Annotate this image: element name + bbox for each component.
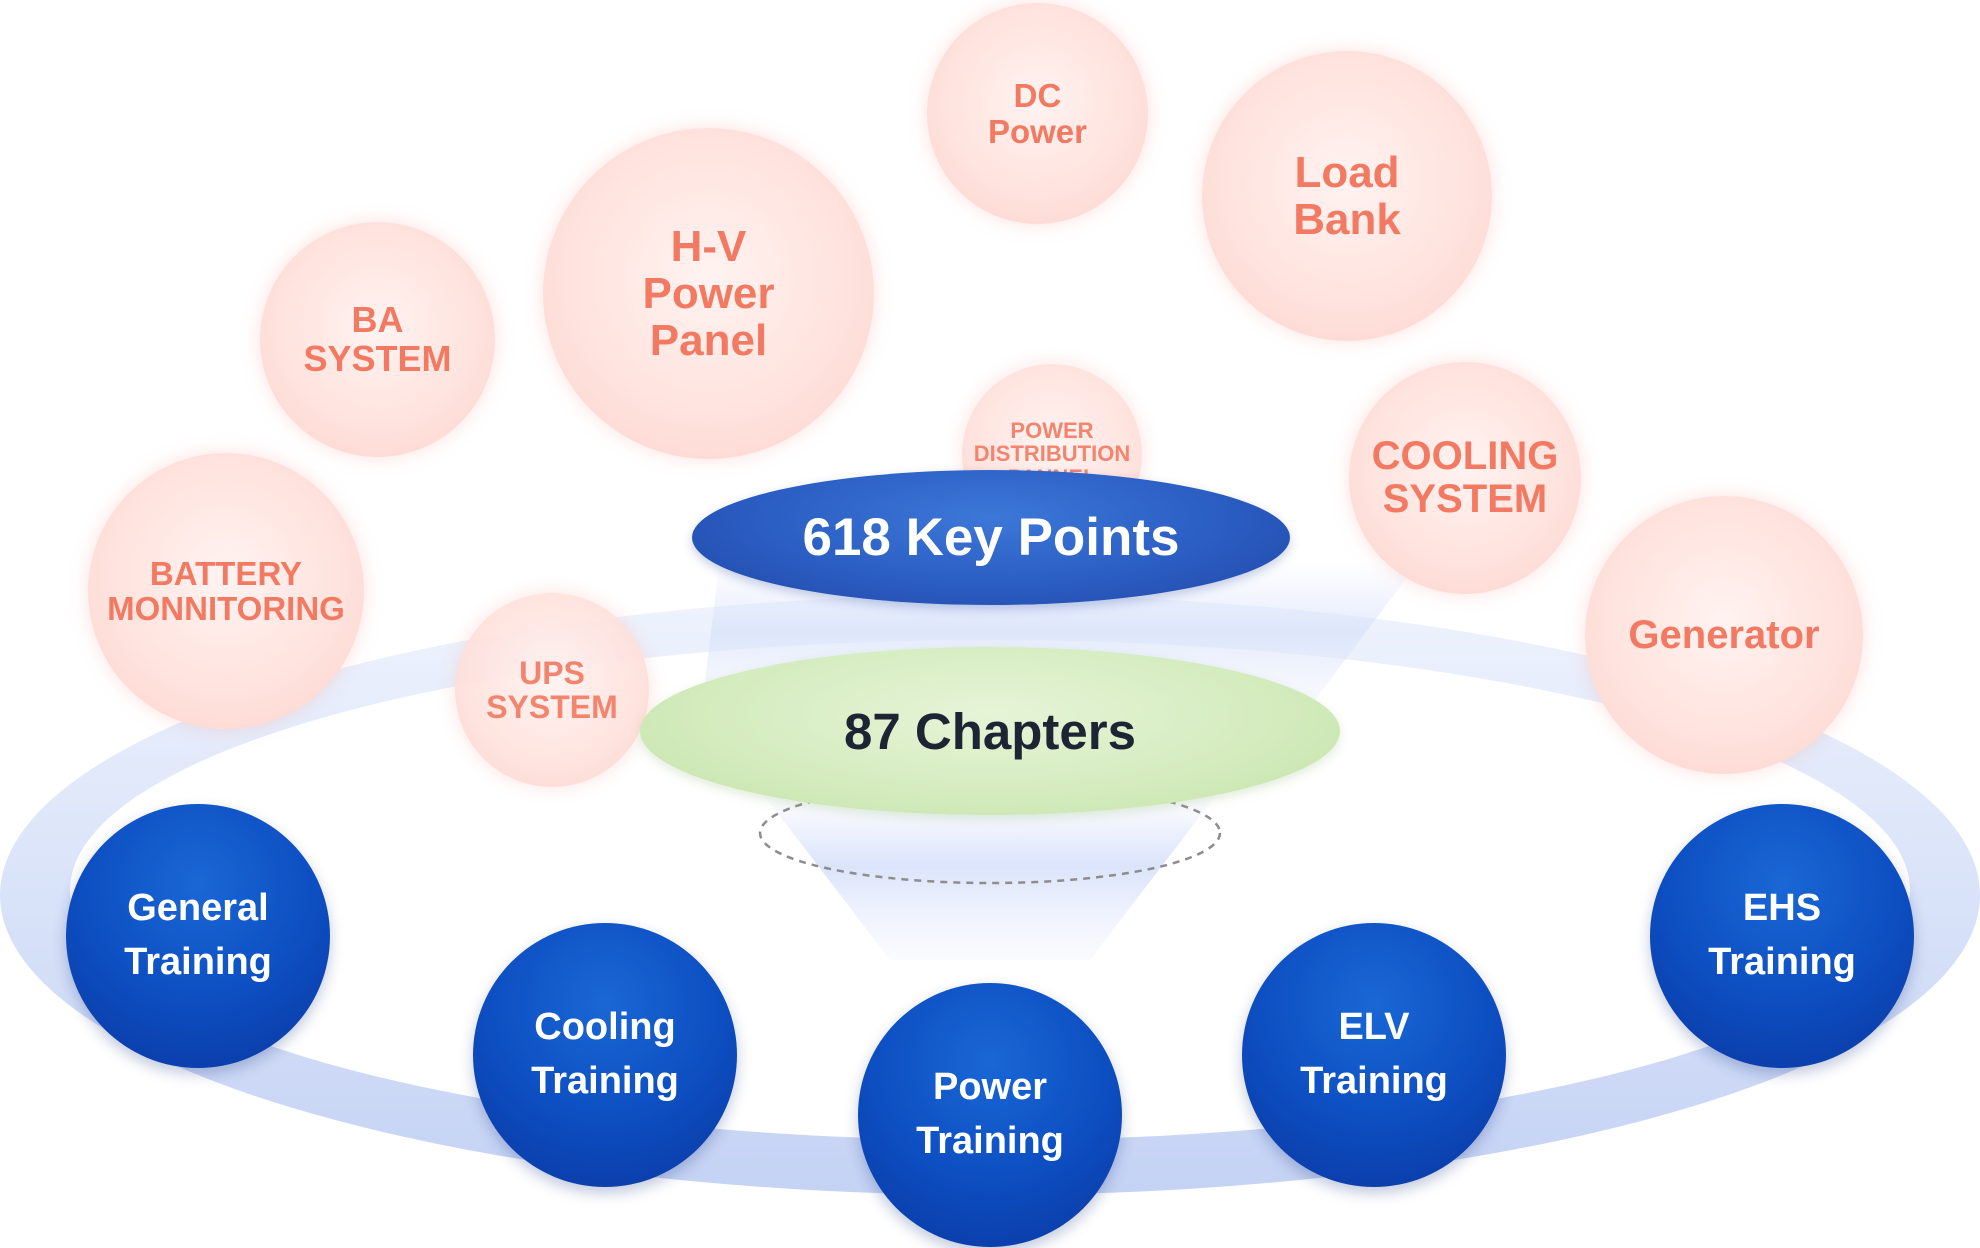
training-power: Power Training bbox=[858, 983, 1122, 1247]
chapters-label: 87 Chapters bbox=[844, 702, 1136, 760]
topic-generator: Generator bbox=[1585, 496, 1863, 774]
key-points-label: 618 Key Points bbox=[802, 508, 1180, 567]
topic-dc-power: DC Power bbox=[927, 3, 1148, 224]
training-elv: ELV Training bbox=[1242, 923, 1506, 1187]
training-ehs: EHS Training bbox=[1650, 804, 1914, 1068]
topic-cooling-system: COOLING SYSTEM bbox=[1349, 362, 1581, 594]
funnel-lower bbox=[760, 790, 1220, 960]
topic-ups-system: UPS SYSTEM bbox=[455, 593, 649, 787]
topic-hv-power-panel: H-V Power Panel bbox=[543, 128, 874, 459]
training-general: General Training bbox=[66, 804, 330, 1068]
topic-load-bank: Load Bank bbox=[1202, 51, 1492, 341]
key-points-ellipse: 618 Key Points bbox=[692, 470, 1290, 605]
topic-ba-system: BA SYSTEM bbox=[260, 222, 495, 457]
topic-battery-monitoring: BATTERY MONNITORING bbox=[88, 453, 364, 729]
chapters-ellipse: 87 Chapters bbox=[640, 647, 1340, 815]
training-cooling: Cooling Training bbox=[473, 923, 737, 1187]
